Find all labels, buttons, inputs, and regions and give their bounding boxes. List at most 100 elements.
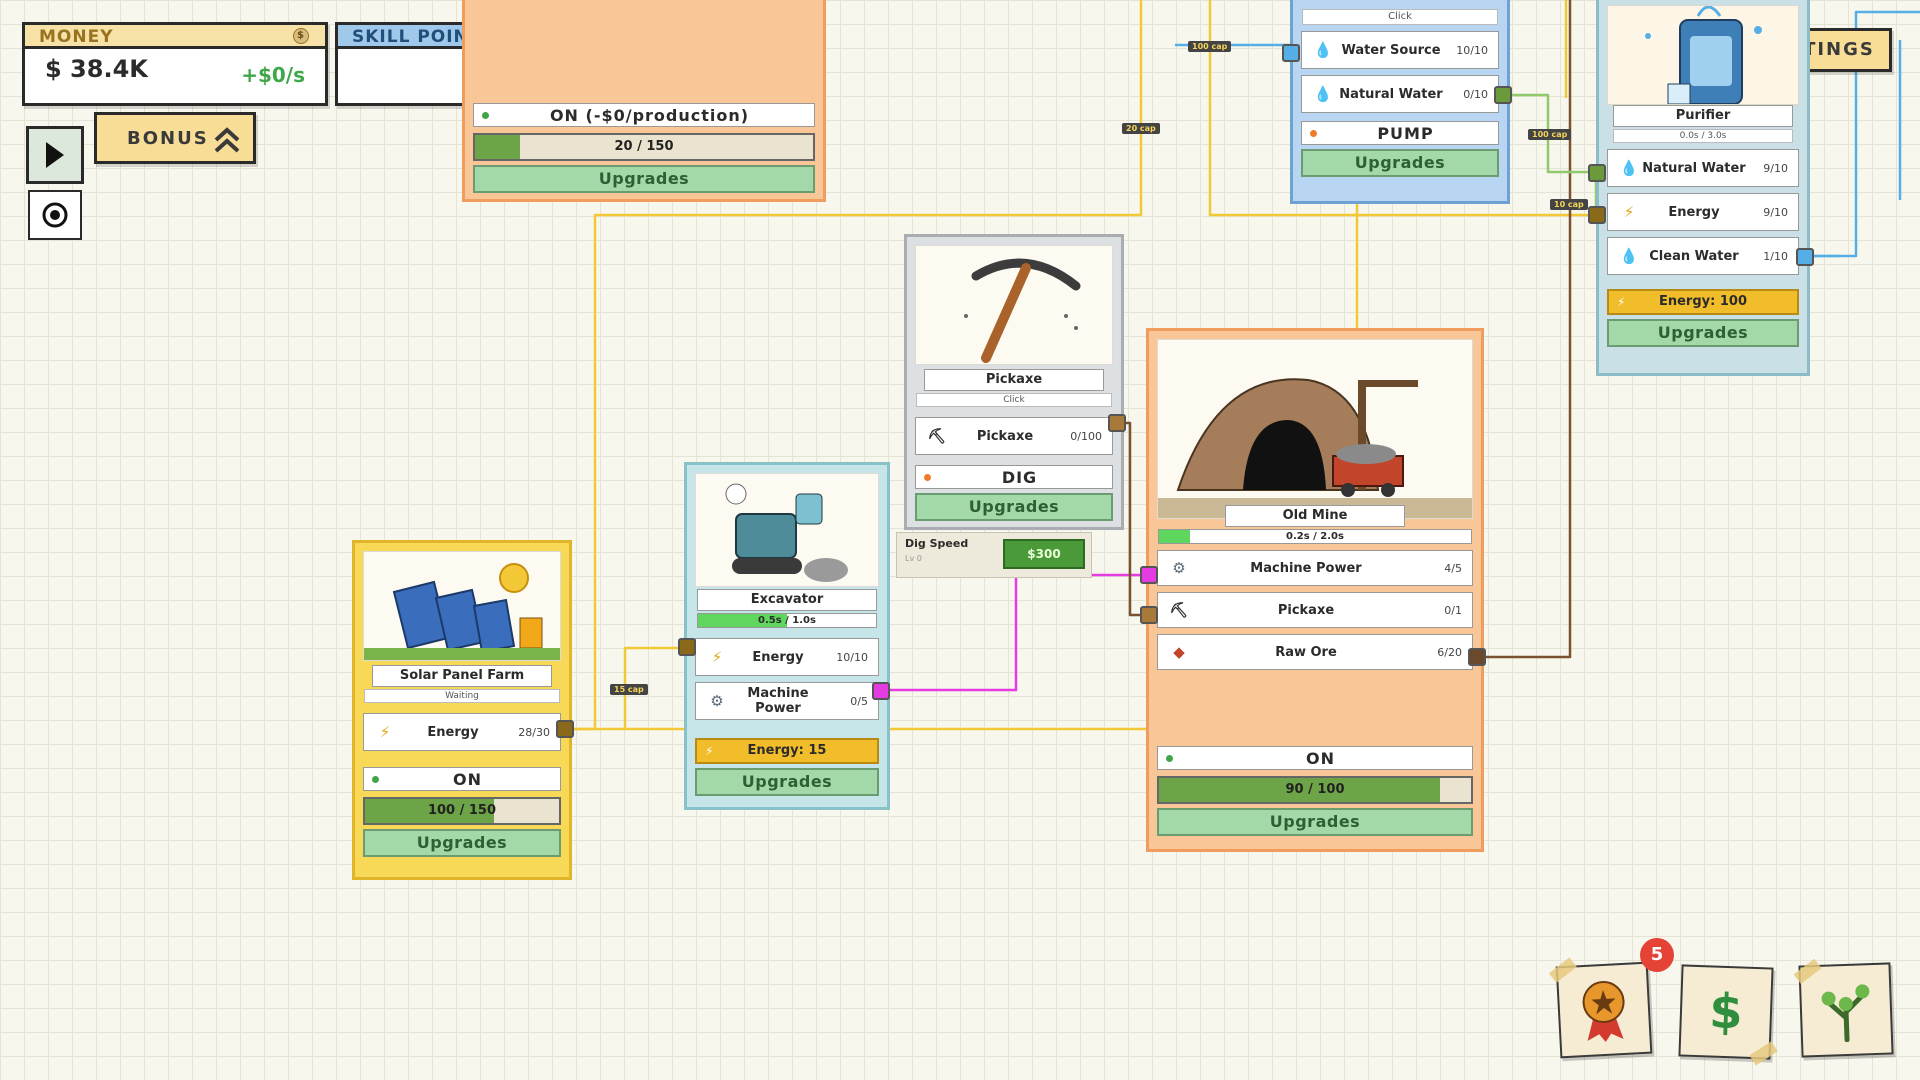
solar-title: Solar Panel Farm (372, 665, 552, 687)
pickaxe-art (915, 245, 1113, 365)
target-icon (42, 202, 68, 228)
status-dot (1166, 754, 1173, 762)
achievements-button[interactable] (1548, 957, 1653, 1059)
tape-decoration (1548, 957, 1577, 983)
purifier-art (1607, 5, 1799, 105)
top-status-toggle[interactable]: ON (-$0/production) (473, 103, 815, 127)
port-natural-water-out[interactable] (1494, 86, 1512, 104)
status-dot (372, 775, 379, 783)
pickaxe-icon (964, 258, 1081, 363)
pump-action-button[interactable]: PUMP (1301, 121, 1499, 145)
water-purifier-icon (1645, 6, 1762, 104)
excavator-icon (725, 483, 848, 582)
pump-upgrades-button[interactable]: Upgrades (1301, 149, 1499, 177)
pickaxe-card: Pickaxe Click ⛏ Pickaxe 0/100 DIG Upgrad… (904, 234, 1124, 530)
port-purifier-energy-in[interactable] (1588, 206, 1606, 224)
storage-fill (1159, 778, 1440, 802)
coin-icon: $ (293, 28, 309, 44)
port-power-in[interactable] (1140, 566, 1158, 584)
bolt-icon: ⚡ (1623, 203, 1635, 221)
gear-icon: ⚙ (1172, 559, 1186, 577)
solar-panel-icon (364, 563, 560, 660)
excavator-row-machine-power: ⚙ Machine Power 0/5 (695, 682, 879, 720)
bolt-icon: ⚡ (711, 648, 723, 666)
mine-entrance-icon (1158, 378, 1472, 518)
port-pickaxe-in[interactable] (1140, 606, 1158, 624)
solar-status-toggle[interactable]: ON (363, 767, 561, 791)
bolt-icon: ⚡ (705, 744, 714, 758)
top-producer-card: ON (-$0/production) 20 / 150 Upgrades (462, 0, 826, 202)
cap-label: 100 cap (1528, 129, 1572, 140)
solar-storage-bar: 100 / 150 (363, 797, 561, 825)
cap-label: 20 cap (1122, 123, 1160, 134)
dig-speed-level: Lv 0 (905, 554, 922, 563)
excavator-upgrades-button[interactable]: Upgrades (695, 768, 879, 796)
pump-row-natural-water: 💧 Natural Water 0/10 (1301, 75, 1499, 113)
storage-fill (365, 799, 495, 823)
pump-row-water-source: 💧 Water Source 10/10 (1301, 31, 1499, 69)
pickaxe-sub: Click (916, 393, 1112, 407)
port-clean-water-out[interactable] (1796, 248, 1814, 266)
pickaxe-upgrades-button[interactable]: Upgrades (915, 493, 1113, 521)
excavator-energy-pill: ⚡ Energy: 15 (695, 738, 879, 764)
purifier-title: Purifier (1613, 105, 1793, 127)
progress-fill (1159, 530, 1191, 543)
skill-tree-button[interactable] (1793, 958, 1894, 1058)
mine-status-toggle[interactable]: ON (1157, 746, 1473, 770)
solar-row-energy: ⚡ Energy 28/30 (363, 713, 561, 751)
solar-panel-farm-card: Solar Panel Farm Waiting ⚡ Energy 28/30 … (352, 540, 572, 880)
money-label: MONEY $ (25, 25, 325, 49)
top-status-text: ON (-$0/production) (549, 105, 750, 125)
mine-storage-bar: 90 / 100 (1157, 776, 1473, 804)
port-power-out[interactable] (872, 682, 890, 700)
mine-upgrades-button[interactable]: Upgrades (1157, 808, 1473, 836)
dig-speed-upgrade: Dig Speed Lv 0 $300 (896, 532, 1092, 578)
pickaxe-icon: ⛏ (927, 427, 947, 445)
water-drop-icon: 💧 (1619, 247, 1639, 265)
notification-badge: 5 (1640, 938, 1674, 972)
purifier-upgrades-button[interactable]: Upgrades (1607, 319, 1799, 347)
excavator-progress: 0.5s / 1.0s (697, 613, 877, 628)
cursor-icon (46, 142, 64, 168)
money-rate: +$0/s (241, 63, 305, 87)
dig-button[interactable]: DIG (915, 465, 1113, 489)
port-pickaxe-out[interactable] (1108, 414, 1126, 432)
top-storage-text: 20 / 150 (614, 139, 674, 154)
mine-title: Old Mine (1225, 505, 1405, 527)
dig-speed-buy-button[interactable]: $300 (1003, 539, 1085, 569)
mine-progress: 0.2s / 2.0s (1158, 529, 1472, 544)
top-upgrades-button[interactable]: Upgrades (473, 165, 815, 193)
shop-button[interactable]: $ (1678, 964, 1778, 1066)
record-tool-button[interactable] (28, 190, 82, 240)
cap-label: 15 cap (610, 684, 648, 695)
purifier-progress: 0.0s / 3.0s (1613, 129, 1793, 143)
purifier-energy-pill: ⚡ Energy: 100 (1607, 289, 1799, 315)
port-energy-out[interactable] (556, 720, 574, 738)
solar-sub: Waiting (364, 689, 560, 703)
skill-tree-icon (1821, 984, 1870, 1043)
port-energy-in[interactable] (678, 638, 696, 656)
port-ore-out[interactable] (1468, 648, 1486, 666)
storage-fill (475, 135, 520, 159)
excavator-row-energy: ⚡ Energy 10/10 (695, 638, 879, 676)
mine-row-raw-ore: ◆ Raw Ore 6/20 (1157, 634, 1473, 670)
pickaxe-icon: ⛏ (1169, 601, 1189, 619)
excavator-art (695, 473, 879, 587)
cap-label: 100 cap (1188, 41, 1232, 52)
bonus-button[interactable]: BONUS (94, 112, 256, 164)
port-purifier-water-in[interactable] (1588, 164, 1606, 182)
mine-art (1157, 339, 1473, 519)
solar-upgrades-button[interactable]: Upgrades (363, 829, 561, 857)
cap-label: 10 cap (1550, 199, 1588, 210)
solar-art (363, 551, 561, 661)
top-storage-bar: 20 / 150 (473, 133, 815, 161)
money-value: $ 38.4K (45, 55, 148, 83)
port-water-in[interactable] (1282, 44, 1300, 62)
excavator-title: Excavator (697, 589, 877, 611)
mine-row-pickaxe: ⛏ Pickaxe 0/1 (1157, 592, 1473, 628)
pointer-tool-button[interactable] (26, 126, 84, 184)
excavator-card: Excavator 0.5s / 1.0s ⚡ Energy 10/10 ⚙ M… (684, 462, 890, 810)
mine-row-machine-power: ⚙ Machine Power 4/5 (1157, 550, 1473, 586)
old-mine-card: Old Mine 0.2s / 2.0s ⚙ Machine Power 4/5… (1146, 328, 1484, 852)
award-ribbon-icon (1582, 981, 1625, 1042)
